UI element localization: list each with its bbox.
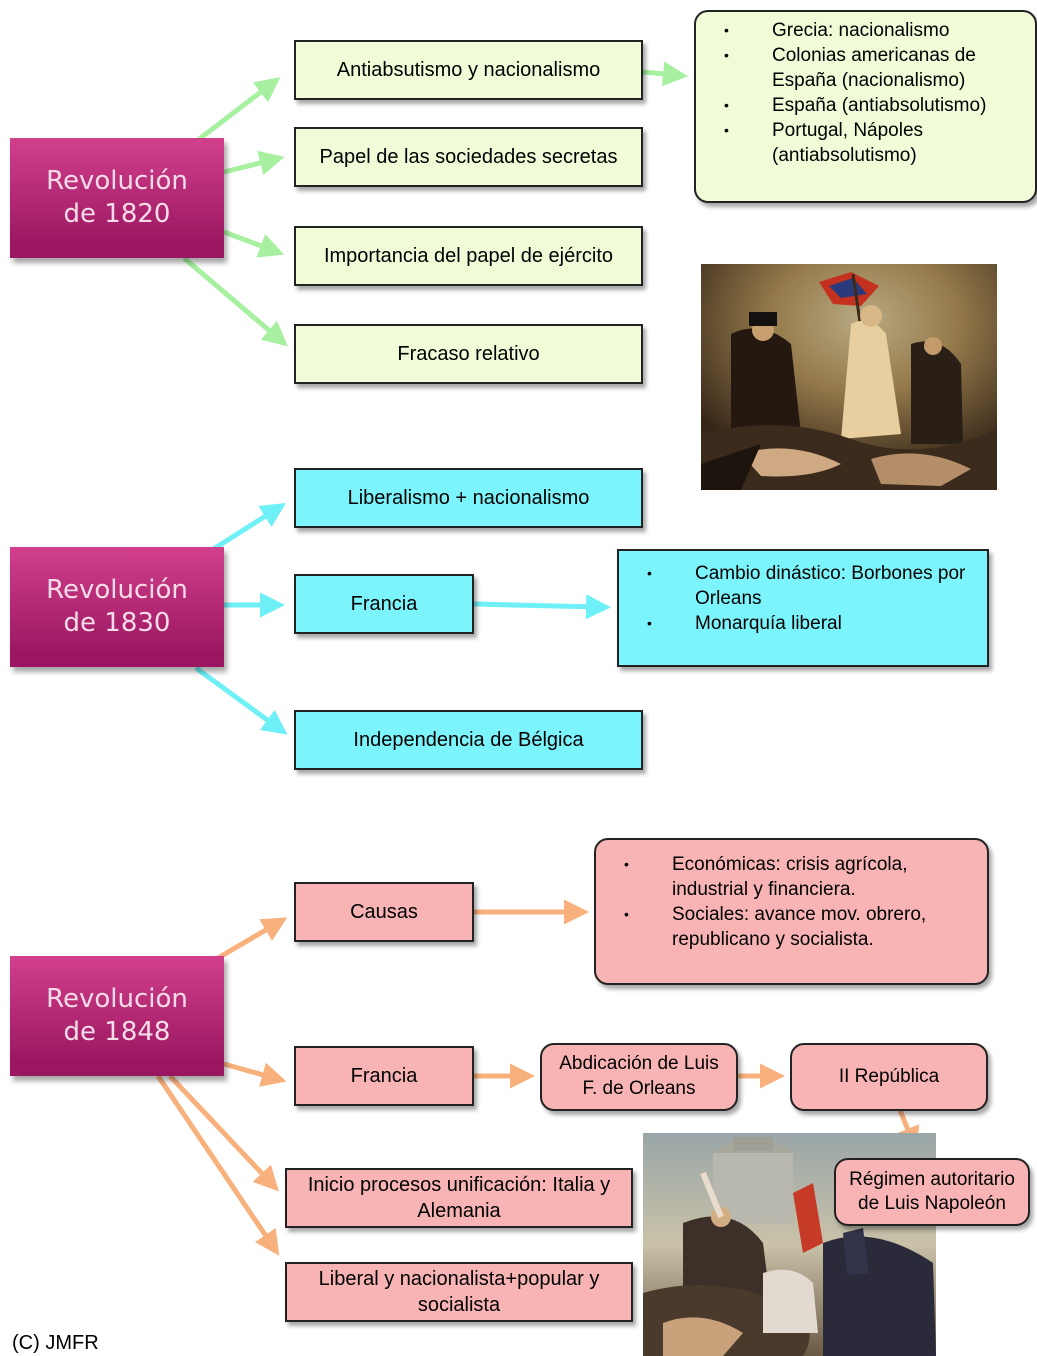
revolucion-1820-title-line1: Revolución [46,165,188,196]
list-item: Sociales: avance mov. obrero, republican… [624,902,973,952]
arrow-1820-to-ejercito [223,229,285,258]
list-item: Económicas: crisis agrícola, industrial … [624,852,973,902]
list-1830-details: Cambio dinástico: Borbones por Orleans M… [617,549,989,667]
copyright-credit: (C) JMFR [12,1332,99,1354]
box-francia-1830: Francia [294,574,474,634]
box-francia-1848: Francia [294,1046,474,1106]
list-item: Portugal, Nápoles (antiabsolutismo) [724,118,1021,168]
list-item: Colonias americanas de España (nacionali… [724,43,1021,93]
revolucion-1830-title-line2: de 1830 [63,608,171,638]
revolucion-1820-title-line2: de 1820 [63,199,171,229]
box-liberal-nacionalista: Liberal y nacionalista+popular y sociali… [285,1262,633,1322]
painting-barricade-1848 [643,1133,936,1356]
revolucion-1820-node: Revolución de 1820 [10,138,224,258]
box-fracaso-relativo: Fracaso relativo [294,324,643,384]
list-item: Cambio dinástico: Borbones por Orleans [647,561,973,611]
list-item: Grecia: nacionalismo [724,18,1021,43]
painting-liberty-leading-the-people [701,264,997,490]
revolucion-1848-node: Revolución de 1848 [10,956,224,1076]
box-liberalismo-nacionalismo: Liberalismo + nacionalismo [294,468,643,528]
box-abdicacion-luis-felipe: Abdicación de Luis F. de Orleans [540,1043,738,1111]
revolucion-1830-title-line1: Revolución [46,574,188,605]
list-item: España (antiabsolutismo) [724,93,1021,118]
revolucion-1830-node: Revolución de 1830 [10,547,224,667]
list-1848-causas: Económicas: crisis agrícola, industrial … [594,838,989,985]
box-papel-ejercito: Importancia del papel de ejército [294,226,643,286]
arrow-1848-to-causas [216,917,288,961]
list-item: Monarquía liberal [647,611,973,636]
box-causas: Causas [294,882,474,942]
arrow-francia-to-list [473,594,611,620]
arrow-1830-to-liberalismo [210,503,286,553]
box-regimen-autoritario: Régimen autoritario de Luis Napoleón [834,1158,1030,1226]
arrow-antiabsolutismo-to-list [642,61,688,87]
arrow-1820-to-fracaso [182,256,288,347]
arrow-1848-to-liberal [155,1074,280,1256]
box-independencia-belgica: Independencia de Bélgica [294,710,643,770]
revolucion-1848-title-line2: de 1848 [63,1017,171,1047]
arrow-1820-to-antiabsolutismo [196,77,281,142]
arrow-1848-to-unificacion [168,1074,279,1192]
revolucion-1848-title-line1: Revolución [46,983,188,1014]
arrow-1848-to-francia [223,1061,287,1087]
box-segunda-republica: II República [790,1043,988,1111]
box-procesos-unificacion: Inicio procesos unificación: Italia y Al… [285,1168,633,1228]
arrow-1830-to-belgica [194,665,288,735]
list-1820-details: Grecia: nacionalismo Colonias americanas… [694,10,1037,203]
box-antiabsolutismo: Antiabsutismo y nacionalismo [294,40,643,100]
box-sociedades-secretas: Papel de las sociedades secretas [294,127,643,187]
arrow-1820-to-sociedades [223,150,285,176]
